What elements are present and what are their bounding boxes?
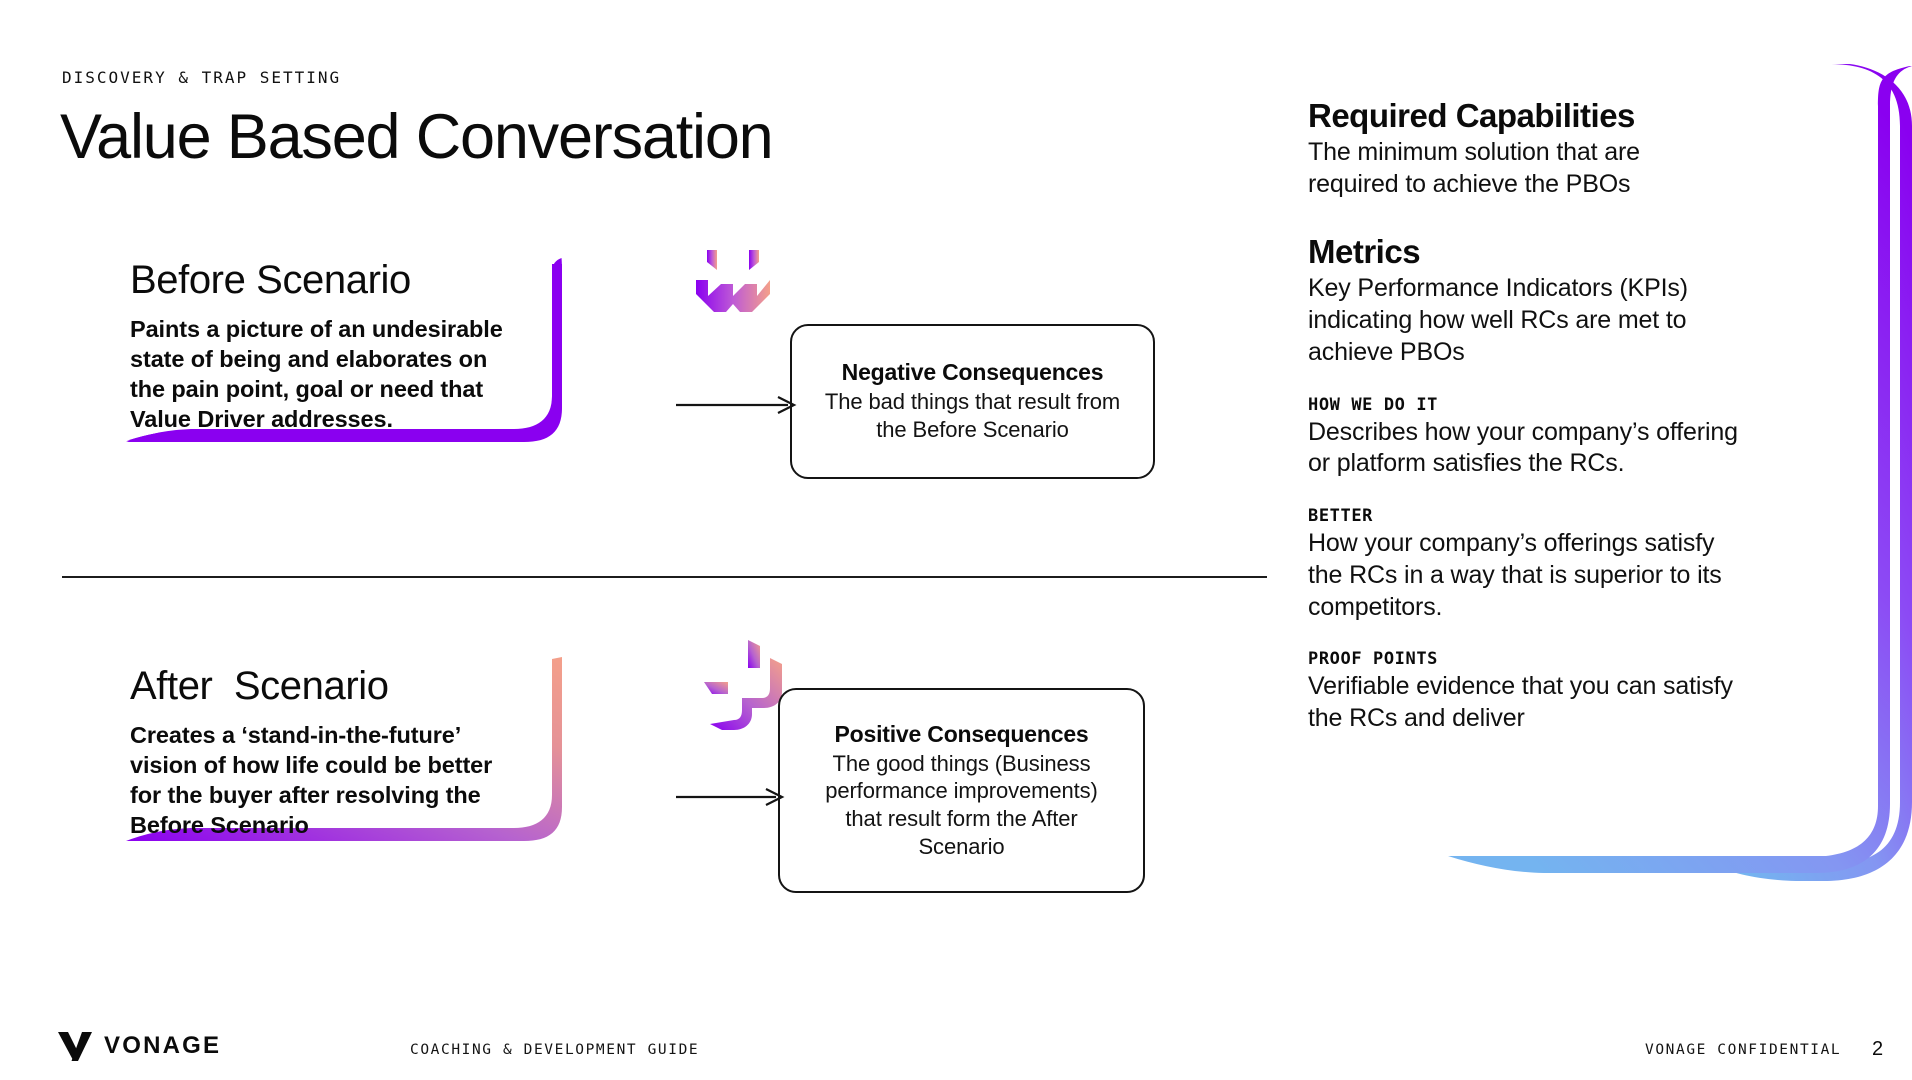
before-bracket-graphic bbox=[126, 258, 562, 442]
spacer bbox=[1308, 200, 1778, 234]
before-scenario-body: Paints a picture of an undesirable state… bbox=[130, 316, 503, 433]
slide-eyebrow: DISCOVERY & TRAP SETTING bbox=[62, 68, 342, 87]
after-scenario-block: After Scenario Creates a ‘stand-in-the-f… bbox=[130, 664, 492, 840]
arrow-right-icon-2 bbox=[676, 788, 785, 806]
spacer bbox=[1308, 623, 1778, 649]
wink-face-icon bbox=[704, 640, 782, 730]
spacer bbox=[1308, 480, 1778, 506]
footer-guide-label: COACHING & DEVELOPMENT GUIDE bbox=[410, 1042, 700, 1058]
sad-face-icon bbox=[696, 250, 770, 312]
negative-consequences-box: Negative Consequences The bad things tha… bbox=[790, 324, 1155, 479]
right-column: Required Capabilities The minimum soluti… bbox=[1308, 97, 1778, 735]
before-scenario-block: Before Scenario Paints a picture of an u… bbox=[130, 258, 503, 434]
right-section-proof-points: PROOF POINTS Verifiable evidence that yo… bbox=[1308, 649, 1778, 735]
right-section-heading: BETTER bbox=[1308, 506, 1374, 527]
right-section-how-we-do-it: HOW WE DO IT Describes how your company’… bbox=[1308, 395, 1778, 481]
positive-consequences-box: Positive Consequences The good things (B… bbox=[778, 688, 1145, 893]
arrow-right-icon bbox=[676, 396, 797, 414]
page-number: 2 bbox=[1872, 1038, 1884, 1060]
vonage-wordmark: VONAGE bbox=[104, 1032, 222, 1059]
right-section-heading: Metrics bbox=[1308, 233, 1421, 271]
right-section-body: How your company’s offerings satisfy the… bbox=[1308, 529, 1722, 621]
negative-consequences-body: The bad things that result from the Befo… bbox=[824, 389, 1121, 442]
positive-consequences-body: The good things (Business performance im… bbox=[825, 750, 1098, 859]
footer-confidential-label: VONAGE CONFIDENTIAL bbox=[1645, 1042, 1842, 1058]
before-scenario-heading: Before Scenario bbox=[130, 258, 411, 302]
section-divider bbox=[62, 576, 1267, 578]
right-section-heading: HOW WE DO IT bbox=[1308, 394, 1439, 415]
page-title: Value Based Conversation bbox=[60, 102, 774, 172]
right-section-body: Describes how your company’s offering or… bbox=[1308, 417, 1738, 478]
right-section-body: The minimum solution that are required t… bbox=[1308, 137, 1640, 198]
negative-consequences-title: Negative Consequences bbox=[841, 359, 1104, 386]
right-section-better: BETTER How your company’s offerings sati… bbox=[1308, 506, 1778, 623]
right-section-metrics: Metrics Key Performance Indicators (KPIs… bbox=[1308, 233, 1778, 368]
right-section-body: Key Performance Indicators (KPIs) indica… bbox=[1308, 274, 1688, 366]
positive-consequences-title: Positive Consequences bbox=[834, 720, 1089, 747]
right-section-heading: Required Capabilities bbox=[1308, 97, 1635, 134]
spacer bbox=[1308, 369, 1778, 395]
vonage-logo-icon bbox=[58, 1032, 92, 1061]
right-section-heading: PROOF POINTS bbox=[1308, 649, 1439, 670]
right-section-body: Verifiable evidence that you can satisfy… bbox=[1308, 672, 1733, 733]
after-scenario-heading: After Scenario bbox=[130, 664, 389, 708]
right-section-required-capabilities: Required Capabilities The minimum soluti… bbox=[1308, 97, 1778, 200]
after-scenario-body: Creates a ‘stand-in-the-future’ vision o… bbox=[130, 722, 493, 839]
